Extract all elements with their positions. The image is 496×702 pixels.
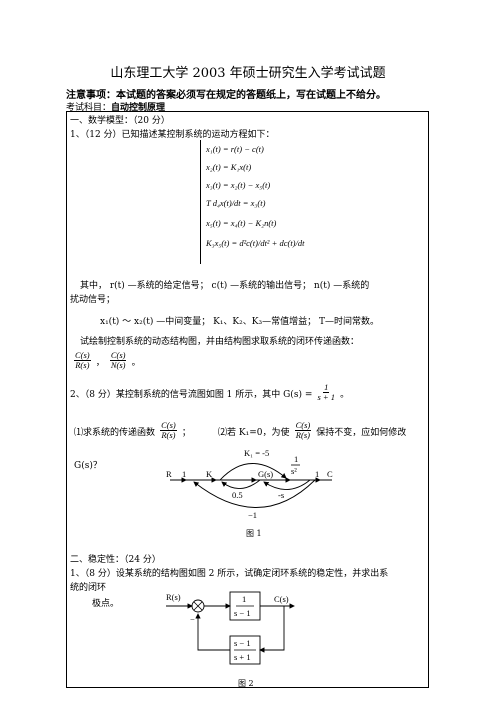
gain-gs: G(s): [258, 469, 273, 479]
page-title: 山东理工大学 2003 年硕士研究生入学考试试题: [110, 66, 386, 81]
question-frame: [66, 111, 429, 688]
node-r-label: R: [166, 469, 172, 479]
gain-half: 0.5: [232, 490, 243, 500]
gain-neg-s: -s: [278, 490, 284, 500]
half-branch: [221, 479, 261, 489]
forward-num: 1: [242, 594, 246, 604]
gain-one-a: 1: [182, 469, 186, 479]
forward-den: s − 1: [234, 608, 251, 618]
q2-part2: ⑵若 K₁=0，为使 C(s)R(s) 保持不变，应如何修改: [218, 420, 407, 440]
figure-1-caption: 图 1: [246, 529, 262, 538]
exam-notice: 注意事项：本试题的答案必须写在规定的答题纸上，写在试题上不给分。: [66, 90, 386, 101]
feedback-den: s + 1: [234, 652, 251, 662]
gain-neg-one: −1: [248, 510, 257, 520]
equation-5: x₅(t) = x₄(t) − K₂n(t): [206, 218, 277, 228]
k1-branch: [219, 463, 287, 481]
gain-inv-s2-den: s²: [291, 466, 297, 476]
equation-1: x₁(t) = r(t) − c(t): [206, 144, 264, 154]
q2-gs: G(s)？: [74, 461, 102, 471]
feedback-num: s − 1: [234, 638, 251, 648]
gain-one-b: 1: [315, 469, 319, 479]
section2-heading: 二、稳定性：（24 分）: [70, 555, 161, 565]
gain-k: K: [206, 469, 213, 479]
q2-part1: ⑴求系统的传递函数 C(s)R(s) ；: [74, 420, 191, 440]
equation-6: K₃x₅(t) = d²c(t)/dt² + dc(t)/dt: [206, 238, 305, 248]
feedback-return: [195, 613, 230, 651]
tf-cr: C(s)R(s): [74, 350, 91, 370]
equation-3: x₃(t) = x₂(t) − x₅(t): [206, 180, 271, 190]
input-label: R(s): [166, 592, 181, 602]
figure-2-block-diagram: 1 s − 1 C(s) R(s) − s − 1 s + 1 图 2: [166, 591, 295, 688]
node-c-label: C: [327, 469, 333, 479]
feedback-path: [259, 606, 285, 653]
transfer-functions: C(s)R(s) ， C(s)N(s) 。: [74, 350, 141, 370]
equation-brace: [200, 140, 208, 264]
figure-1-signal-flow-graph: R 1 K G(s) 1 s² 1 C K₁ = -5 0.5 -s −1 图 …: [166, 448, 333, 538]
tf-cn: C(s)N(s): [109, 350, 127, 370]
q1-intro: 1、（12 分）已知描述某控制系统的运动方程如下：: [70, 130, 275, 140]
section1-heading: 一、数学模型：（20 分）: [70, 116, 170, 126]
s2-q1-line-3: 极点。: [92, 599, 120, 609]
equation-4: T d₄x(t)/dt = x₃(t): [206, 198, 266, 208]
definitions-line-2: 扰动信号；: [70, 295, 116, 305]
subject-label: 考试科目：: [66, 103, 112, 113]
subject-value: 自动控制原理: [111, 103, 166, 113]
gain-inv-s2-num: 1: [294, 454, 298, 464]
neg-one-branch: [193, 479, 316, 508]
gain-k1: K₁ = -5: [244, 448, 269, 458]
minus-sign: −: [190, 614, 195, 624]
exam-subject: 考试科目：自动控制原理: [66, 100, 165, 113]
s2-q1-line-2: 统的闭环: [70, 583, 107, 593]
equation-2: x₂(t) = K₁x(t): [206, 162, 252, 172]
definitions-line-1: 其中， r(t) —系统的给定信号； c(t) —系统的输出信号； n(t) —…: [80, 281, 370, 291]
neg-s-branch: [263, 479, 311, 490]
figure-2-caption: 图 2: [238, 679, 254, 688]
task-line: 试绘制控制系统的动态结构图，并由结构图求取系统的闭环传递函数：: [80, 337, 360, 347]
s2-q1-line-1: 1、（8 分）设某系统的结构图如图 2 所示，试确定闭环系统的稳定性，并求出系: [70, 569, 389, 579]
definitions-line-3: x₁(t) ～ x₂(t) —中间变量； K₁、K₂、K₃—常值增益； T—时间…: [100, 317, 379, 327]
output-label: C(s): [274, 594, 289, 604]
